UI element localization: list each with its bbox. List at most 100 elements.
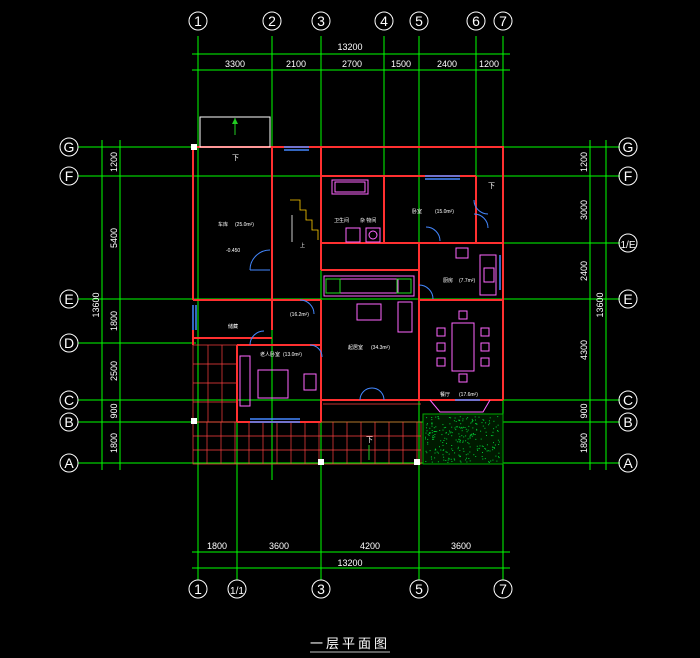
top-dim: 3300 [225,59,245,69]
bottom-dim: 4200 [360,541,380,551]
axis-bubble: G [618,137,638,157]
right-total-dim: 13600 [595,292,605,317]
axis-bubble: 5 [409,579,429,599]
left-dim: 5400 [109,228,119,248]
axis-bubble: C [59,390,79,410]
doors [249,199,491,413]
bottom-total-dim: 13200 [337,558,362,568]
room-dining-area: (17.6m²) [459,392,478,398]
axis-label: 6 [472,13,480,29]
windows [192,146,501,423]
axis-label: C [623,392,633,408]
room-kitchen: 厨房 [443,277,453,284]
top-dim: 2400 [437,59,457,69]
garage-canopy [199,116,271,148]
bottom-dim: 1800 [207,541,227,551]
room-entry-arrow: 下 [232,154,239,162]
room-storage: 储藏 [228,323,238,330]
furniture [239,179,497,407]
right-dim: 2400 [579,261,589,281]
axis-bubble: 1/E [618,233,638,253]
axis-bubble: 7 [493,11,513,31]
axis-label: D [64,335,74,351]
axis-label: B [623,414,632,430]
axis-label: E [623,291,632,307]
axis-label: G [64,139,75,155]
room-entry-arrow: 下 [488,182,495,190]
axis-bubble: F [59,166,79,186]
axis-bubble: A [618,453,638,473]
right-dim: 1200 [579,152,589,172]
right-dim: 3000 [579,200,589,220]
room-level: -0.450 [226,248,240,254]
top-dim: 2700 [342,59,362,69]
room-elder: 老人卧室 [260,351,280,358]
axis-bubble: 5 [409,11,429,31]
axis-label: 1 [194,581,202,597]
axis-bubble: 3 [311,579,331,599]
axis-bubbles-left: GF E D CB A [59,137,79,473]
axis-label: 1 [194,13,202,29]
room-labels: 车库 (25.0m²) -0.450 储藏 上 卫生间 卧室 (15.0m²) … [218,154,495,444]
axis-label: 2 [268,13,276,29]
left-dim: 1800 [109,433,119,453]
left-dim: 1200 [109,152,119,172]
room-toilet: 卫生间 [334,217,349,224]
axis-label: 5 [415,581,423,597]
axis-label: 1/1 [230,586,244,597]
axis-bubble: E [618,289,638,309]
axis-label: 7 [499,581,507,597]
garden-hatch [422,413,504,465]
axis-label: F [65,168,74,184]
axis-label: A [64,455,74,471]
top-dim: 1500 [391,59,411,69]
axis-bubble: 1/1 [227,579,247,599]
axis-bubble: A [59,453,79,473]
axis-label: 5 [415,13,423,29]
room-hall-area: (16.2m²) [290,312,309,318]
top-dim: 1200 [479,59,499,69]
axis-label: B [64,414,73,430]
axis-bubble: 1 [188,11,208,31]
axis-label: F [624,168,633,184]
room-stair: 上 [300,242,305,249]
axis-label: 3 [317,13,325,29]
room-living: 起居室 [348,344,363,351]
axis-bubble: D [59,333,79,353]
right-dim: 900 [579,403,589,418]
stair [290,199,319,242]
top-dim: 2100 [286,59,306,69]
axis-bubble: G [59,137,79,157]
room-elder-area: (13.0m²) [283,352,302,358]
axis-label: 3 [317,581,325,597]
dimension-labels: 13200 3300 2100 2700 1500 2400 1200 1800… [91,42,605,568]
room-bedroom: 卧室 [412,208,422,215]
room-garage: 车库 [218,221,228,228]
axis-label: C [64,392,74,408]
bottom-dim: 3600 [451,541,471,551]
room-kitchen-area: (7.7m²) [459,278,475,284]
right-dim: 1800 [579,433,589,453]
axis-bubble: E [59,289,79,309]
walls [192,146,504,423]
terrace-paving [192,344,422,465]
axis-bubble: 4 [374,11,394,31]
axis-bubble: 3 [311,11,331,31]
axis-bubble: F [618,166,638,186]
axis-label: 1/E [620,240,635,251]
axis-bubble: B [618,412,638,432]
axis-bubble: B [59,412,79,432]
room-living-area: (34.3m²) [371,345,390,351]
posts [191,144,420,465]
axis-label: 4 [380,13,388,29]
drawing-title: 一层平面图 [310,636,390,651]
left-dim: 2500 [109,361,119,381]
left-dim: 1800 [109,311,119,331]
room-bedroom-area: (15.0m²) [435,209,454,215]
left-dim: 900 [109,403,119,418]
room-dining: 餐厅 [440,391,450,398]
axis-bubbles-bottom: 1 1/1 3 5 7 [188,579,513,599]
axis-bubbles-top: 1 2 3 4 5 6 7 [188,11,513,31]
right-dim: 4300 [579,340,589,360]
axis-label: 7 [499,13,507,29]
